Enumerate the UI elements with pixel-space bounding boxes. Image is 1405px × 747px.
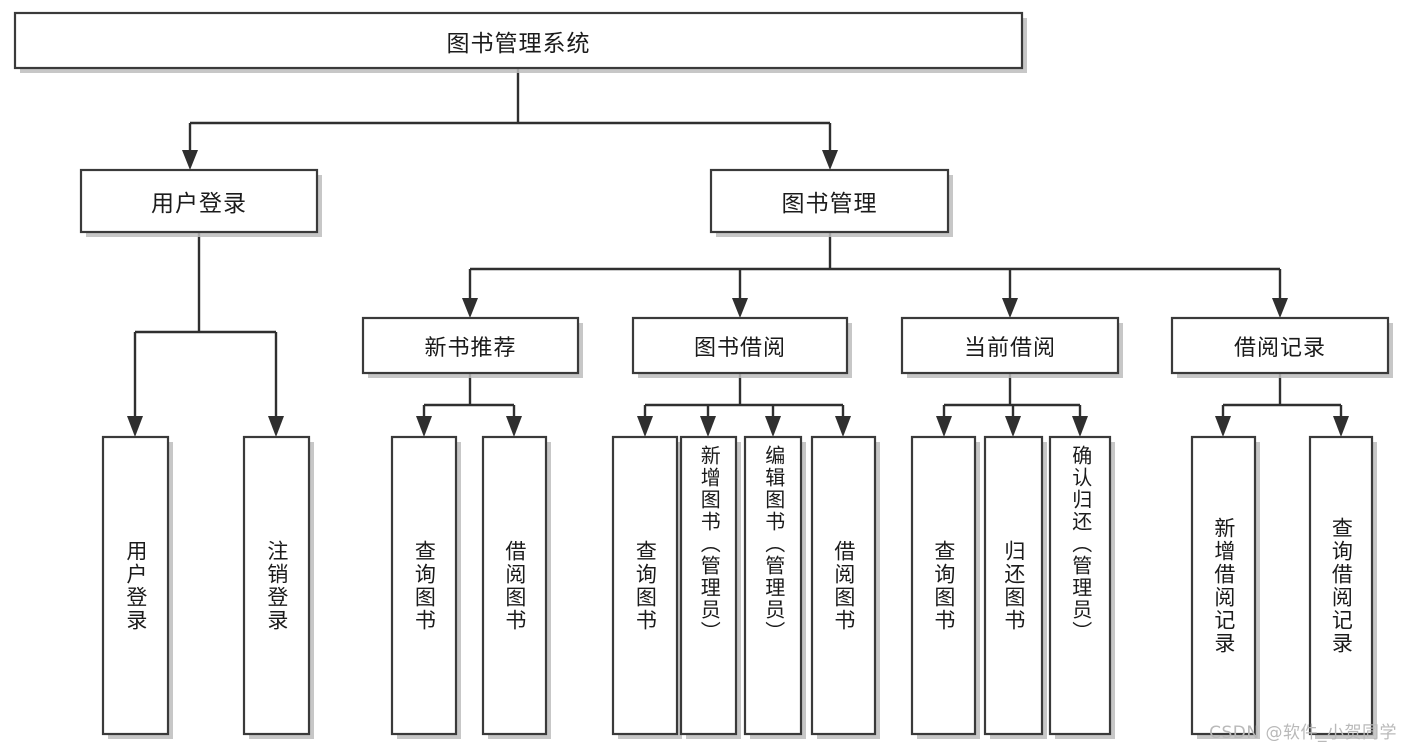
node-borrow-record[interactable] [1170,316,1390,375]
node-user-login[interactable] [79,168,319,234]
node-layer [13,11,1393,739]
edge-layer [127,68,1349,437]
node-leaf-borrow-book-2[interactable] [810,435,877,736]
node-leaf-user-login[interactable] [101,435,170,736]
node-root[interactable] [13,11,1024,70]
arrow-book-borrow [732,298,748,318]
node-leaf-query-book-1[interactable] [390,435,458,736]
arrow-current-borrow [1002,298,1018,318]
arrow-leaf-borrow-book-1 [506,416,522,437]
node-leaf-query-borrow-record[interactable] [1308,435,1374,736]
arrow-book-management [822,150,838,170]
arrow-leaf-query-book-3 [936,416,952,437]
arrow-leaf-confirm-return [1072,416,1088,437]
node-leaf-borrow-book-1[interactable] [481,435,548,736]
arrow-leaf-query-book-2 [637,416,653,437]
arrow-leaf-logout [268,416,284,437]
arrow-leaf-return-book [1005,416,1021,437]
node-leaf-query-book-3[interactable] [910,435,977,736]
node-leaf-add-borrow-record[interactable] [1190,435,1257,736]
arrow-new-book-recommend [462,298,478,318]
arrow-leaf-borrow-book-2 [835,416,851,437]
node-leaf-confirm-return[interactable] [1048,435,1112,736]
arrow-leaf-user-login [127,416,143,437]
arrow-leaf-add-borrow-record [1215,416,1231,437]
node-leaf-return-book[interactable] [983,435,1044,736]
node-leaf-query-book-2[interactable] [611,435,679,736]
node-new-book-recommend[interactable] [361,316,580,375]
arrow-leaf-query-borrow-record [1333,416,1349,437]
arrow-leaf-query-book-1 [416,416,432,437]
node-book-management[interactable] [709,168,950,234]
arrow-borrow-record [1272,298,1288,318]
node-current-borrow[interactable] [900,316,1120,375]
arrow-user-login [182,150,198,170]
arrow-leaf-edit-book-admin [765,416,781,437]
node-leaf-add-book-admin[interactable] [679,435,738,736]
node-leaf-logout[interactable] [242,435,311,736]
node-leaf-edit-book-admin[interactable] [743,435,803,736]
node-book-borrow[interactable] [631,316,849,375]
arrow-leaf-add-book-admin [700,416,716,437]
